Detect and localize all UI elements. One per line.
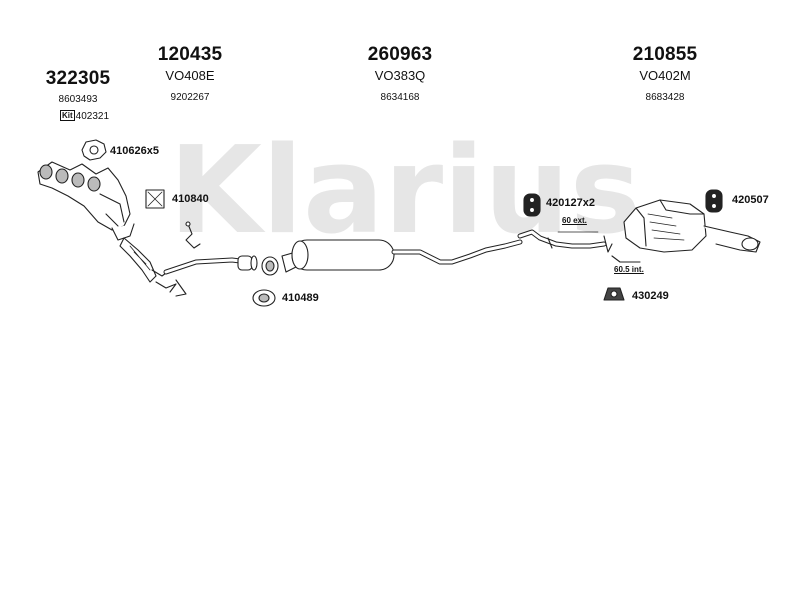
part-label-manifold-gasket[interactable]: 410626x5 [110,145,159,157]
watermark-text: Klarius [169,122,641,261]
part-label-pipe-gasket[interactable]: 410489 [282,292,319,304]
rear-silencer[interactable] [611,199,761,263]
exhaust-manifold[interactable] [37,161,135,241]
rubber-mount-icon-rear[interactable] [705,189,723,213]
clamp-icon[interactable] [145,189,165,209]
joint-ring[interactable] [261,256,279,276]
gasket-icon-pipe[interactable] [252,289,276,307]
oem-number-front-pipe: 9202267 [170,92,210,103]
middle-silencer[interactable] [281,239,523,273]
part-label-rear-mount[interactable]: 420507 [732,194,769,206]
sensor-bracket [185,221,201,249]
rear-pipe[interactable] [517,229,613,253]
kit-code: 402321 [75,111,110,122]
rubber-mount-icon-middle[interactable] [523,193,541,217]
flex-front-pipe[interactable] [119,237,177,293]
oem-number-middle-silencer: 8634168 [380,92,420,103]
kit-icon: Kit [60,110,75,121]
model-code-rear-silencer: VO402M [639,68,691,83]
oem-number-manifold: 8603493 [58,94,98,105]
gasket-icon-manifold[interactable] [81,139,107,161]
part-label-bottom-mount[interactable]: 430249 [632,290,669,302]
part-label-clamp[interactable]: 410840 [172,193,209,205]
part-code-rear-silencer[interactable]: 210855 [632,44,698,65]
model-code-middle-silencer: VO383Q [374,68,426,83]
note-internal-diameter: 60.5 int. [614,265,644,274]
part-code-front-pipe[interactable]: 120435 [157,44,223,65]
oem-number-rear-silencer: 8683428 [645,92,685,103]
rubber-mount-icon-bottom[interactable] [603,287,625,301]
connection-pipe[interactable] [163,255,258,297]
note-external-diameter: 60 ext. [562,216,587,225]
part-label-middle-mount[interactable]: 420127x2 [546,197,595,209]
part-code-manifold[interactable]: 322305 [45,68,111,89]
model-code-front-pipe: VO408E [165,68,215,83]
part-code-middle-silencer[interactable]: 260963 [367,44,433,65]
